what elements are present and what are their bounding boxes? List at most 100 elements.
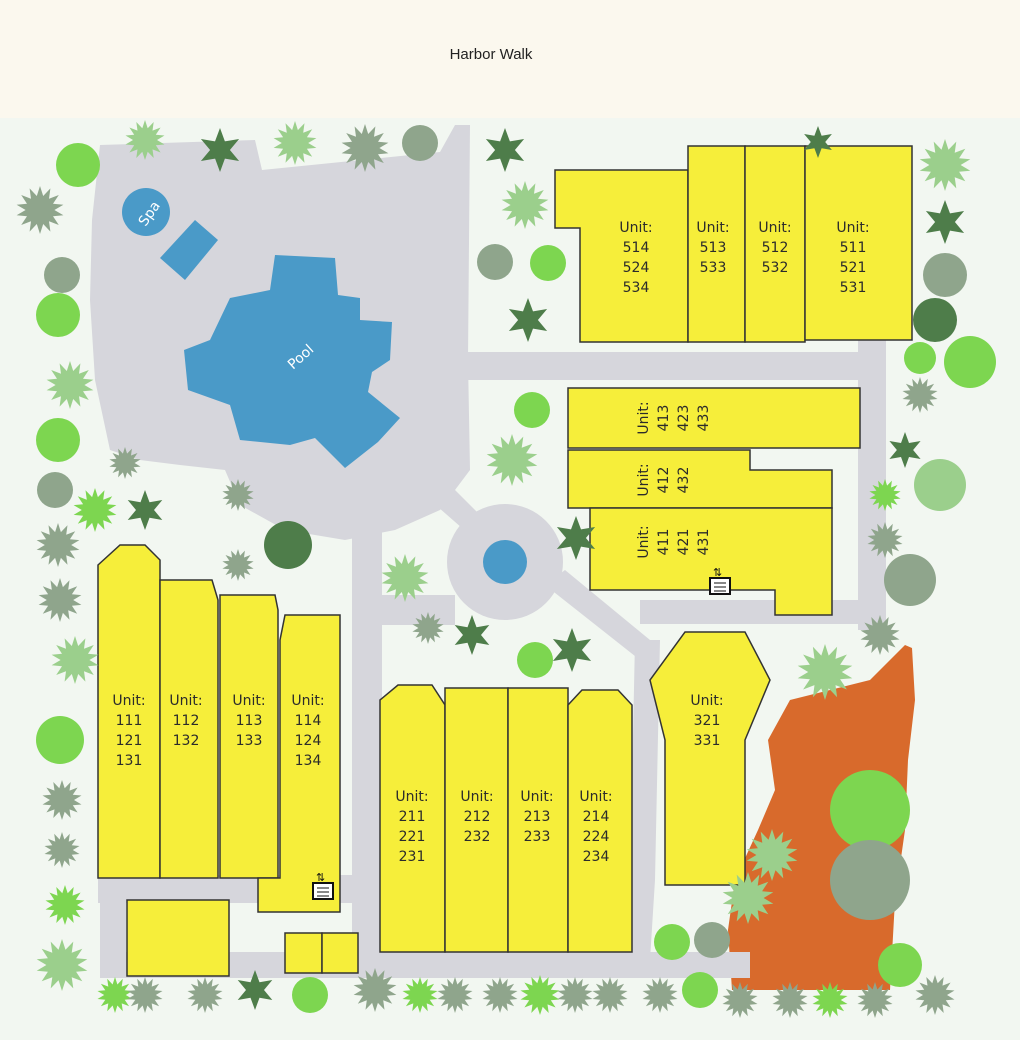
tree	[812, 982, 848, 1018]
tree	[884, 554, 936, 606]
tree	[913, 298, 957, 342]
tree	[642, 977, 678, 1013]
walkway-southwest	[100, 875, 126, 975]
elevator-icon: ⇅	[709, 566, 731, 595]
unit-number: 513	[700, 240, 727, 256]
walkway-roundabout-west	[370, 595, 455, 625]
bldg-shape-214[interactable]	[567, 689, 633, 953]
unit-heading: Unit:	[636, 525, 652, 558]
tree	[36, 939, 88, 991]
tree	[869, 479, 901, 511]
tree	[867, 522, 903, 558]
tree	[746, 829, 798, 881]
bldg-shape-111[interactable]	[97, 544, 161, 879]
bldg-shape-112[interactable]	[159, 579, 219, 879]
tree	[904, 342, 936, 374]
tree	[44, 257, 80, 293]
tree	[722, 872, 774, 924]
unit-number: 121	[116, 733, 143, 749]
tree	[772, 982, 808, 1018]
tree	[237, 970, 273, 1010]
svg-text:⇅: ⇅	[316, 871, 325, 884]
spa	[122, 188, 170, 236]
tree	[36, 523, 80, 567]
tree	[860, 615, 900, 655]
unit-number: 214	[583, 809, 610, 825]
unit-number: 511	[840, 240, 867, 256]
tree	[804, 126, 832, 158]
tree	[830, 840, 910, 920]
unit-number: 532	[762, 260, 789, 276]
bldg-shape-411[interactable]	[589, 507, 833, 616]
unit-number: 213	[524, 809, 551, 825]
tree	[482, 977, 518, 1013]
trees	[16, 120, 996, 1018]
tree	[402, 125, 438, 161]
unit-number: 423	[676, 405, 692, 432]
tree	[454, 615, 490, 655]
unit-number: 512	[762, 240, 789, 256]
unit-number: 133	[236, 733, 263, 749]
bldg-shape-114[interactable]	[257, 614, 341, 913]
tree	[722, 982, 758, 1018]
pool	[184, 255, 400, 468]
tree	[552, 628, 592, 672]
bldg-shape-113[interactable]	[219, 594, 279, 879]
tree	[16, 186, 64, 234]
tree	[437, 977, 473, 1013]
unit-heading: Unit:	[169, 693, 202, 709]
unit-number: 521	[840, 260, 867, 276]
unit-number: 231	[399, 849, 426, 865]
tree	[109, 447, 141, 479]
bldg-shape-413[interactable]	[567, 387, 861, 449]
unit-heading: Unit:	[696, 220, 729, 236]
unit-number: 232	[464, 829, 491, 845]
tree	[222, 479, 254, 511]
tree	[830, 770, 910, 850]
tree	[38, 578, 82, 622]
bldg-shape-512[interactable]	[744, 145, 806, 343]
map-title: Harbor Walk	[449, 46, 533, 63]
tree	[902, 377, 938, 413]
unit-heading: Unit:	[758, 220, 791, 236]
tree	[501, 181, 549, 229]
unit-heading: Unit:	[520, 789, 553, 805]
tree	[557, 977, 593, 1013]
tree	[654, 924, 690, 960]
tree	[923, 253, 967, 297]
walkway-diagonal-2	[545, 570, 650, 660]
tree	[187, 977, 223, 1013]
bldg-shape-511[interactable]	[804, 145, 913, 341]
walkway-321	[625, 640, 660, 960]
unit-number: 233	[524, 829, 551, 845]
unit-number: 524	[623, 260, 650, 276]
tree	[517, 642, 553, 678]
unit-number: 433	[696, 405, 712, 432]
bldg-shape-412[interactable]	[567, 449, 833, 509]
outbuilding-1[interactable]	[126, 899, 230, 977]
tree	[878, 943, 922, 987]
unit-number: 221	[399, 829, 426, 845]
unit-number: 134	[295, 753, 322, 769]
building-label-213: Unit: 213 233	[520, 789, 553, 845]
outbuilding-3[interactable]	[321, 932, 359, 974]
tree	[222, 549, 254, 581]
tree	[486, 434, 538, 486]
tree	[127, 977, 163, 1013]
tree	[42, 780, 82, 820]
tree	[36, 418, 80, 462]
elevator-icon: ⇅	[312, 871, 334, 900]
tree	[682, 972, 718, 1008]
outbuilding-2[interactable]	[284, 932, 323, 974]
tree	[485, 128, 525, 172]
tree	[37, 472, 73, 508]
